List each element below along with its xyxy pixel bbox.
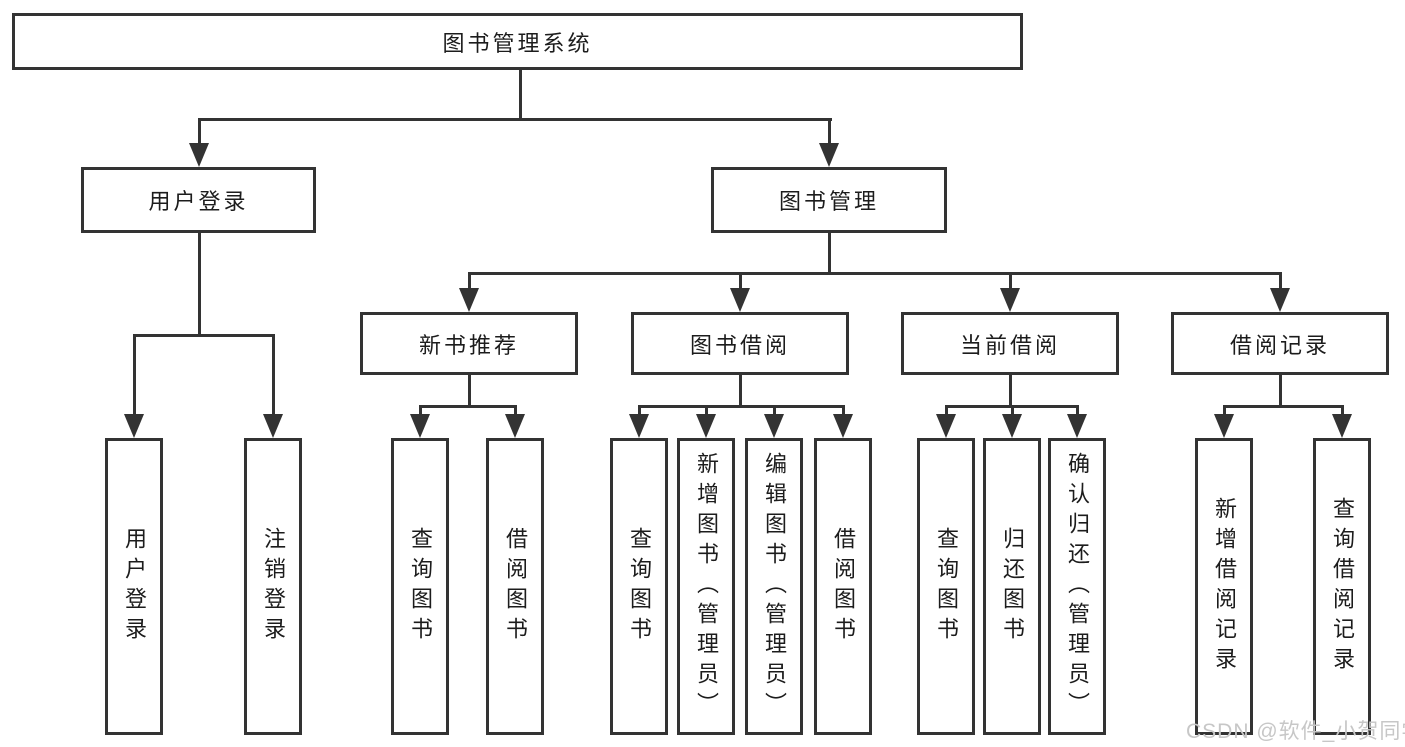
- leaf-add-borrow-record: 新增借阅记录: [1195, 438, 1253, 735]
- leaf-label: 借阅图书: [831, 526, 856, 647]
- leaf-borrow-book: 借阅图书: [814, 438, 872, 735]
- leaf-label: 查询借阅记录: [1330, 496, 1355, 677]
- leaf-query-borrow-record: 查询借阅记录: [1313, 438, 1371, 735]
- connector-stem: [945, 405, 948, 418]
- arrow-down-icon: [1067, 414, 1087, 438]
- connector-stem: [514, 405, 517, 418]
- connector-stem: [1341, 405, 1344, 418]
- leaf-label: 用户登录: [122, 526, 147, 647]
- node-book-borrow: 图书借阅: [631, 312, 849, 375]
- connector-current-borrow-stem: [1009, 375, 1012, 408]
- arrow-down-icon: [410, 414, 430, 438]
- connector-stem-current-borrow: [1009, 272, 1012, 292]
- node-user-login: 用户登录: [81, 167, 316, 233]
- connector-stem: [1011, 405, 1014, 418]
- connector-stem-book-borrow: [739, 272, 742, 292]
- leaf-label: 确认归还（管理员）: [1065, 451, 1090, 722]
- connector-stem: [705, 405, 708, 418]
- leaf-edit-book-admin: 编辑图书（管理员）: [745, 438, 803, 735]
- connector-new-book-stem: [468, 375, 471, 408]
- leaf-label: 查询图书: [934, 526, 959, 647]
- connector-user-login-stem: [198, 233, 201, 337]
- connector-level2-distributor: [198, 118, 832, 121]
- leaf-query-book-borrow: 查询图书: [610, 438, 668, 735]
- leaf-return-book: 归还图书: [983, 438, 1041, 735]
- connector-stem-new-book: [468, 272, 471, 292]
- leaf-label: 归还图书: [1000, 526, 1025, 647]
- arrow-down-icon: [764, 414, 784, 438]
- connector-borrow-records-stem: [1279, 375, 1282, 408]
- connector-book-borrow-stem: [739, 375, 742, 408]
- connector-stem: [842, 405, 845, 418]
- connector-new-book-distributor: [419, 405, 517, 408]
- arrow-down-icon: [505, 414, 525, 438]
- connector-user-login-distributor: [133, 334, 275, 337]
- arrow-down-icon: [1214, 414, 1234, 438]
- arrow-down-icon: [124, 414, 144, 438]
- connector-stem: [1076, 405, 1079, 418]
- node-current-borrow: 当前借阅: [901, 312, 1119, 375]
- connector-stem: [773, 405, 776, 418]
- leaf-query-book-current: 查询图书: [917, 438, 975, 735]
- arrow-down-icon: [1000, 288, 1020, 312]
- connector-stem-leaf-login: [133, 334, 136, 418]
- leaf-borrow-book-recommend: 借阅图书: [486, 438, 544, 735]
- arrow-down-icon: [730, 288, 750, 312]
- leaf-label: 注销登录: [261, 526, 286, 647]
- leaf-label: 查询图书: [627, 526, 652, 647]
- arrow-down-icon: [696, 414, 716, 438]
- node-root: 图书管理系统: [12, 13, 1023, 70]
- connector-book-management-stem: [828, 233, 831, 275]
- node-new-book-recommend: 新书推荐: [360, 312, 578, 375]
- arrow-down-icon: [1270, 288, 1290, 312]
- arrow-down-icon: [189, 143, 209, 167]
- connector-stem: [1223, 405, 1226, 418]
- arrow-down-icon: [459, 288, 479, 312]
- connector-stem-borrow-records: [1279, 272, 1282, 292]
- leaf-label: 新增借阅记录: [1212, 496, 1237, 677]
- connector-stem: [419, 405, 422, 418]
- leaf-label: 查询图书: [408, 526, 433, 647]
- leaf-logout: 注销登录: [244, 438, 302, 735]
- connector-level3-distributor: [468, 272, 1282, 275]
- node-borrow-records: 借阅记录: [1171, 312, 1389, 375]
- arrow-down-icon: [833, 414, 853, 438]
- leaf-user-login: 用户登录: [105, 438, 163, 735]
- leaf-add-book-admin: 新增图书（管理员）: [677, 438, 735, 735]
- arrow-down-icon: [1002, 414, 1022, 438]
- leaf-label: 新增图书（管理员）: [694, 451, 719, 722]
- csdn-watermark: CSDN @软件_小贺同学: [1186, 720, 1405, 743]
- leaf-query-book-recommend: 查询图书: [391, 438, 449, 735]
- arrow-down-icon: [263, 414, 283, 438]
- connector-stem-user-login: [198, 118, 201, 148]
- arrow-down-icon: [1332, 414, 1352, 438]
- leaf-label: 借阅图书: [503, 526, 528, 647]
- arrow-down-icon: [936, 414, 956, 438]
- connector-borrow-records-distributor: [1223, 405, 1344, 408]
- connector-root-stem: [519, 68, 522, 121]
- leaf-label: 编辑图书（管理员）: [762, 451, 787, 722]
- arrow-down-icon: [629, 414, 649, 438]
- leaf-confirm-return-admin: 确认归还（管理员）: [1048, 438, 1106, 735]
- connector-stem-leaf-logout: [272, 334, 275, 418]
- node-book-management: 图书管理: [711, 167, 947, 233]
- connector-book-borrow-distributor: [638, 405, 845, 408]
- connector-stem-book-management: [828, 118, 831, 148]
- connector-stem: [638, 405, 641, 418]
- arrow-down-icon: [819, 143, 839, 167]
